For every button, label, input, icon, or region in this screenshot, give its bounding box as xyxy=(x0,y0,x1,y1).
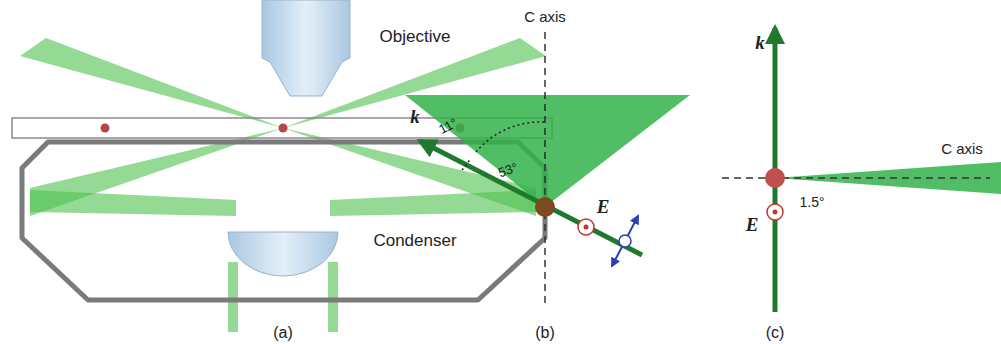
samples xyxy=(101,124,465,133)
axis-label: C axis xyxy=(941,141,983,156)
c-axis-line xyxy=(544,95,546,207)
objective xyxy=(262,0,350,96)
beam xyxy=(328,262,338,332)
sample-dot xyxy=(279,124,288,133)
field-out-of-plane xyxy=(578,219,594,235)
part-label: Condenser xyxy=(373,232,456,249)
field-out-of-plane xyxy=(767,204,783,220)
part-label: Objective xyxy=(380,28,451,45)
sample-dot xyxy=(535,197,555,217)
field-dot xyxy=(584,225,589,230)
c-axis-line xyxy=(722,177,990,179)
vector-symbol: E xyxy=(597,197,610,216)
field-in-plane xyxy=(612,216,638,266)
axis-label: C axis xyxy=(524,9,566,24)
angle-arc xyxy=(462,158,471,170)
angle-arc xyxy=(476,122,545,152)
condenser-lens xyxy=(228,232,338,276)
sample-dot xyxy=(101,124,110,133)
vector-symbol: k xyxy=(755,33,765,52)
objective-lens xyxy=(262,0,350,96)
c-axis-line xyxy=(544,32,546,308)
beam xyxy=(228,262,238,332)
field-dot xyxy=(773,210,778,215)
beam xyxy=(20,38,283,128)
field-node xyxy=(619,235,631,247)
light-beams xyxy=(20,38,546,332)
panel-label: (c) xyxy=(766,325,785,341)
vector-symbol: E xyxy=(746,215,759,234)
panel-label: (b) xyxy=(535,325,555,341)
angle-label: 1.5° xyxy=(799,195,824,209)
panel-label: (a) xyxy=(273,325,293,341)
sample-dot xyxy=(765,168,785,188)
vector-symbol: k xyxy=(410,107,420,126)
light-cone xyxy=(405,95,690,207)
